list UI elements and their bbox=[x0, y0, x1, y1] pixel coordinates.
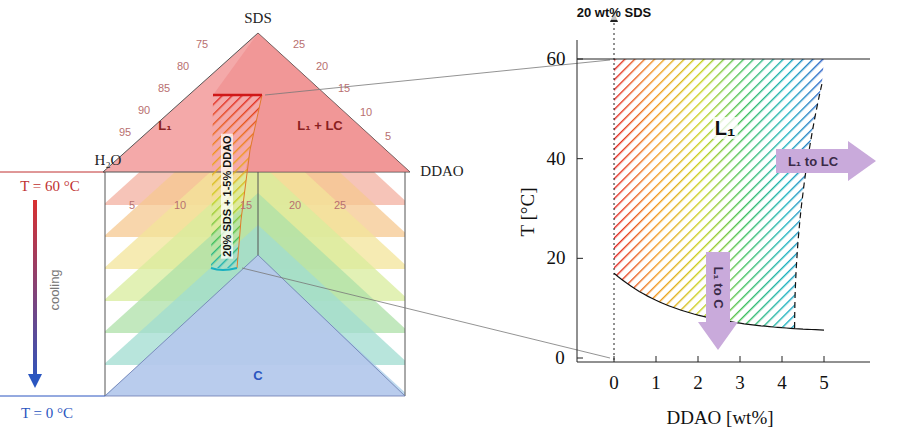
transition-arrow: L₁ to C bbox=[698, 252, 738, 350]
label-text: 2 bbox=[693, 373, 703, 394]
label-text: L₁ bbox=[158, 119, 171, 133]
label-text: 5 bbox=[385, 130, 391, 142]
label-text: 25 bbox=[293, 38, 305, 50]
transition-arrow: L₁ to LC bbox=[776, 141, 876, 181]
label-text: T [°C] bbox=[518, 188, 539, 237]
label-text: DDAO [wt%] bbox=[666, 408, 773, 429]
label-text: 3 bbox=[735, 373, 745, 394]
label-text: 20 bbox=[547, 248, 566, 269]
label-text: 15 bbox=[338, 82, 350, 94]
label-text: 5 bbox=[819, 373, 829, 394]
label-text: 1 bbox=[651, 373, 661, 394]
label-text: 5 bbox=[129, 199, 135, 211]
label-text: 40 bbox=[547, 148, 566, 169]
label-text: 0 bbox=[609, 373, 619, 394]
label-text: 10 bbox=[174, 199, 186, 211]
label-text: cooling bbox=[48, 269, 62, 310]
label-text: 15 bbox=[240, 199, 252, 211]
label-text: 85 bbox=[158, 82, 170, 94]
label-text: 20 bbox=[289, 199, 301, 211]
label-text: 20 wt% SDS bbox=[575, 6, 653, 20]
label-text: C bbox=[253, 369, 262, 383]
label-text: L₁ + LC bbox=[297, 119, 342, 133]
arrow-label: L₁ to LC bbox=[788, 154, 838, 169]
label-text: 90 bbox=[138, 104, 150, 116]
label-text: 95 bbox=[119, 126, 131, 138]
label-text: 60 bbox=[547, 49, 566, 70]
label-text: SDS bbox=[244, 10, 272, 27]
label-text: 20 bbox=[316, 60, 328, 72]
label-text: 25 bbox=[334, 199, 346, 211]
label-text: H₂O bbox=[95, 152, 122, 169]
label-text: 20% SDS + 1-5% DDAO bbox=[221, 133, 233, 258]
label-text: T = 60 °C bbox=[20, 178, 80, 195]
label-text: 0 bbox=[555, 348, 565, 369]
label-text: DDAO bbox=[420, 163, 463, 180]
label-text: L₁ bbox=[713, 117, 738, 139]
label-text: T = 0 °C bbox=[21, 405, 73, 422]
label-text: 10 bbox=[360, 106, 372, 118]
label-text: 80 bbox=[177, 60, 189, 72]
label-text: 4 bbox=[777, 373, 787, 394]
arrow-label: L₁ to C bbox=[711, 266, 726, 308]
label-text: 75 bbox=[196, 38, 208, 50]
